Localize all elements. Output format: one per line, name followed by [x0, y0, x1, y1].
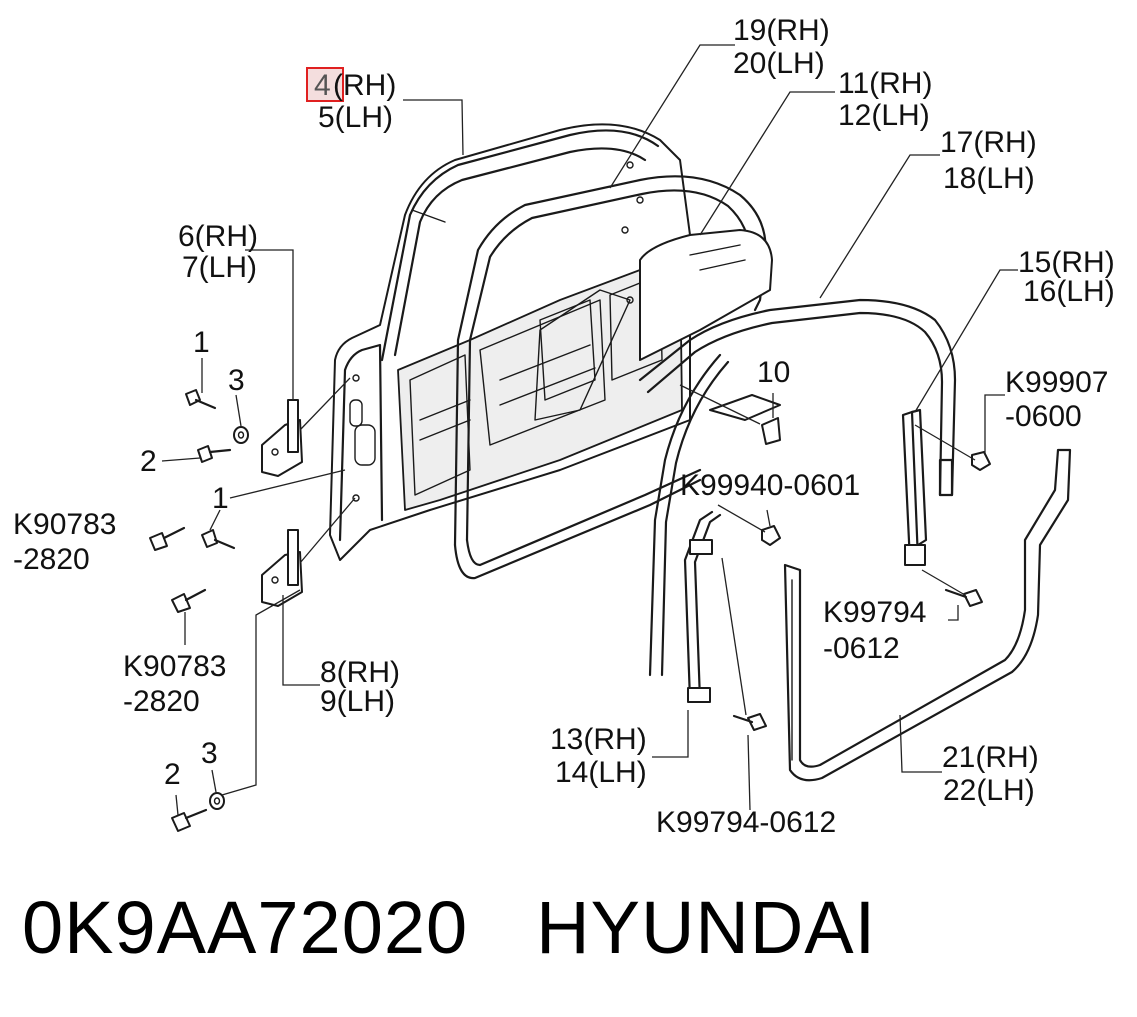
callout-9-lh: 9(LH)	[320, 685, 395, 718]
callout-4-rh: (RH)	[333, 69, 396, 102]
callout-k90783-lower-line2: -2820	[123, 685, 200, 718]
callout-12-lh: 12(LH)	[838, 99, 930, 132]
brand-name: HYUNDAI	[536, 886, 877, 969]
callout-19-rh: 19(RH)	[733, 14, 830, 47]
door-shell	[329, 123, 691, 561]
callout-16-lh: 16(LH)	[1023, 275, 1115, 308]
door-outer-seal	[638, 298, 957, 497]
callout-8-rh: 8(RH)	[320, 656, 400, 689]
callout-k90783-left-line2: -2820	[13, 543, 90, 576]
callout-10: 10	[757, 356, 790, 389]
door-parts-diagram: 4 (RH) 5(LH) 19(RH) 20(LH) 11(RH) 12(LH)…	[13, 14, 1115, 839]
callout-k99907-line1: K99907	[1005, 366, 1108, 399]
callout-11-rh: 11(RH)	[838, 67, 932, 100]
callout-22-lh: 22(LH)	[943, 774, 1035, 807]
fasteners	[149, 389, 991, 832]
callout-7-lh: 7(LH)	[182, 251, 257, 284]
callout-k90783-left-line1: K90783	[13, 508, 116, 541]
rear-channel	[901, 408, 928, 566]
lower-hinge	[261, 529, 303, 607]
callout-2-upper: 2	[140, 445, 157, 478]
callout-2-lower: 2	[164, 758, 181, 791]
callout-3-upper: 3	[228, 364, 245, 397]
part-4-highlight[interactable]	[306, 67, 344, 102]
callout-1-upper: 1	[193, 326, 210, 359]
callout-5-lh: 5(LH)	[318, 101, 393, 134]
callout-15-rh: 15(RH)	[1018, 246, 1115, 279]
callout-3-lower: 3	[201, 737, 218, 770]
callout-k99794-right-line2: -0612	[823, 632, 900, 665]
callout-20-lh: 20(LH)	[733, 47, 825, 80]
callout-13-rh: 13(RH)	[550, 723, 647, 756]
callout-14-lh: 14(LH)	[555, 756, 647, 789]
callout-6-rh: 6(RH)	[178, 220, 258, 253]
callout-labels: 4 (RH) 5(LH) 19(RH) 20(LH) 11(RH) 12(LH)…	[13, 14, 1115, 839]
leader-lines	[161, 44, 1018, 816]
callout-k99907-line2: -0600	[1005, 400, 1082, 433]
callout-17-rh: 17(RH)	[940, 126, 1037, 159]
callout-k90783-lower-line1: K90783	[123, 650, 226, 683]
body-side-weatherstrip	[783, 448, 1072, 782]
door-glass	[534, 229, 773, 421]
callout-1-lower: 1	[212, 482, 229, 515]
callout-21-rh: 21(RH)	[942, 741, 1039, 774]
callout-k99794-right-line1: K99794	[823, 596, 926, 629]
part-number: 0K9AA72020	[22, 886, 469, 969]
callout-4-number[interactable]: 4	[314, 69, 331, 102]
callout-18-lh: 18(LH)	[943, 162, 1035, 195]
callout-k99940: K99940-0601	[680, 469, 860, 502]
upper-hinge	[261, 399, 303, 477]
part-caption: 0K9AA72020 HYUNDAI	[22, 885, 876, 970]
front-run-channel	[648, 353, 730, 703]
callout-k99794-bottom: K99794-0612	[656, 806, 836, 839]
